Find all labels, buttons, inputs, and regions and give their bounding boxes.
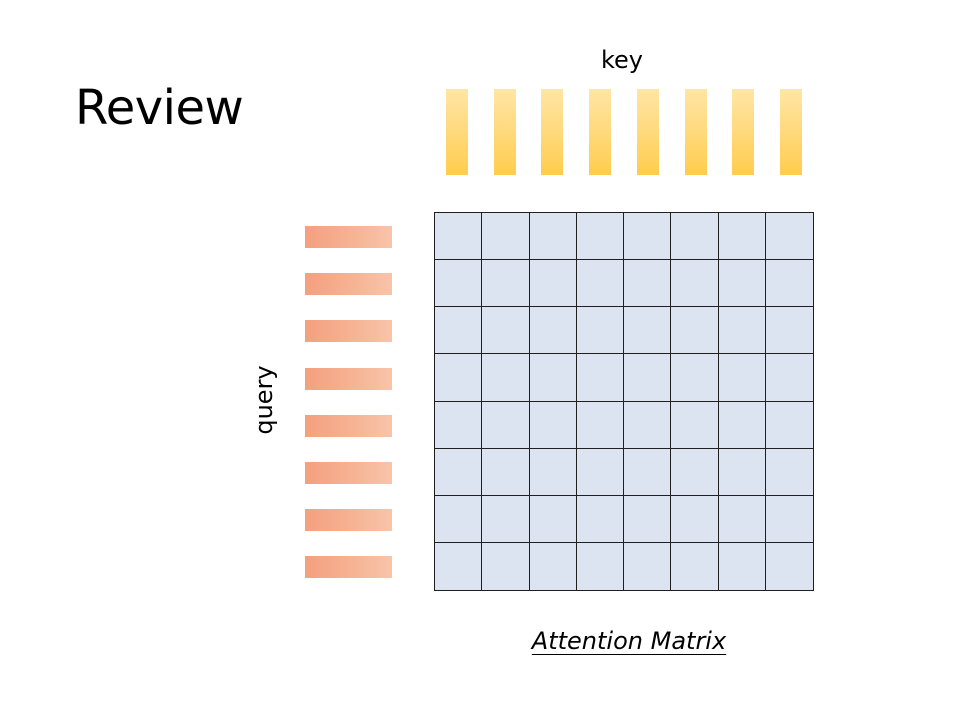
matrix-cell (529, 213, 577, 261)
matrix-cell (482, 307, 530, 355)
matrix-cell (482, 354, 530, 402)
matrix-cell (765, 213, 813, 261)
matrix-cell (718, 401, 766, 449)
matrix-cell (765, 354, 813, 402)
matrix-cell (765, 495, 813, 543)
matrix-cell (576, 307, 624, 355)
matrix-cell (435, 307, 483, 355)
matrix-cell (576, 213, 624, 261)
matrix-cell (718, 495, 766, 543)
matrix-cell (482, 213, 530, 261)
matrix-cell (765, 401, 813, 449)
matrix-cell (435, 213, 483, 261)
key-vector-bar (780, 89, 802, 175)
matrix-cell (718, 307, 766, 355)
matrix-cell (671, 542, 719, 590)
key-vector-bar (541, 89, 563, 175)
matrix-cell (482, 401, 530, 449)
key-vector-bar (494, 89, 516, 175)
matrix-cell (576, 448, 624, 496)
matrix-cell (435, 448, 483, 496)
query-vector-bar (305, 226, 392, 248)
matrix-cell (671, 307, 719, 355)
matrix-cell (765, 542, 813, 590)
matrix-cell (765, 260, 813, 308)
key-vector-bar (732, 89, 754, 175)
matrix-cell (624, 448, 672, 496)
matrix-cell (576, 260, 624, 308)
query-vector-bar (305, 415, 392, 437)
matrix-cell (529, 307, 577, 355)
matrix-cell (529, 495, 577, 543)
matrix-cell (576, 401, 624, 449)
key-vector-bar (446, 89, 468, 175)
matrix-cell (529, 542, 577, 590)
attention-matrix (434, 212, 814, 591)
query-label: query (250, 365, 278, 435)
query-vector-bar (305, 462, 392, 484)
matrix-cell (576, 542, 624, 590)
matrix-cell (765, 307, 813, 355)
matrix-cell (529, 354, 577, 402)
matrix-cell (482, 448, 530, 496)
matrix-cell (765, 448, 813, 496)
key-vector-bar (685, 89, 707, 175)
matrix-cell (482, 260, 530, 308)
slide-title: Review (75, 80, 244, 136)
query-vector-bar (305, 273, 392, 295)
matrix-cell (671, 495, 719, 543)
matrix-cell (435, 260, 483, 308)
matrix-cell (435, 542, 483, 590)
matrix-cell (718, 542, 766, 590)
matrix-cell (482, 542, 530, 590)
query-vector-bar (305, 368, 392, 390)
attention-matrix-caption: Attention Matrix (531, 627, 727, 655)
matrix-cell (435, 401, 483, 449)
matrix-cell (624, 495, 672, 543)
matrix-cell (671, 448, 719, 496)
matrix-cell (624, 401, 672, 449)
key-vector-bar (589, 89, 611, 175)
matrix-cell (671, 213, 719, 261)
matrix-cell (529, 260, 577, 308)
key-vector-bar (637, 89, 659, 175)
matrix-cell (529, 448, 577, 496)
matrix-cell (624, 260, 672, 308)
key-label: key (600, 46, 643, 74)
matrix-cell (718, 260, 766, 308)
matrix-cell (624, 542, 672, 590)
matrix-cell (576, 495, 624, 543)
matrix-cell (435, 495, 483, 543)
query-vector-bar (305, 320, 392, 342)
matrix-cell (718, 448, 766, 496)
query-vector-bar (305, 509, 392, 531)
matrix-cell (435, 354, 483, 402)
matrix-cell (624, 354, 672, 402)
matrix-cell (671, 354, 719, 402)
matrix-cell (576, 354, 624, 402)
matrix-cell (671, 401, 719, 449)
matrix-cell (718, 354, 766, 402)
query-vector-bar (305, 556, 392, 578)
matrix-cell (671, 260, 719, 308)
matrix-cell (624, 213, 672, 261)
matrix-cell (529, 401, 577, 449)
matrix-cell (624, 307, 672, 355)
matrix-cell (482, 495, 530, 543)
matrix-cell (718, 213, 766, 261)
